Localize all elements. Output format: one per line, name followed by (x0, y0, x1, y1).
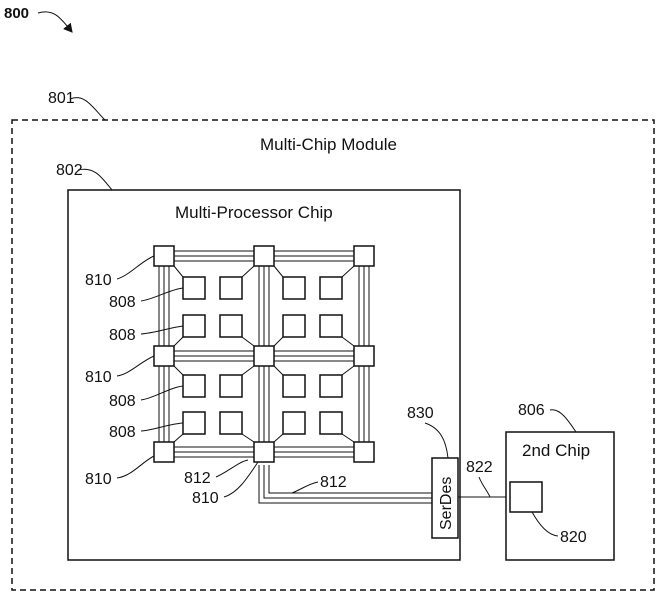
router-node (153, 441, 175, 463)
serdes-ref-leader (424, 422, 449, 459)
core-ref-label: 808 (109, 424, 136, 441)
router-node (253, 245, 275, 267)
module-ref-label: 801 (48, 90, 75, 107)
core-node (219, 374, 243, 398)
core-node (219, 276, 243, 300)
core-node (182, 276, 206, 300)
router-ref-label: 810 (192, 490, 219, 507)
core-ref-label: 808 (109, 294, 136, 311)
port-ref-label: 820 (560, 529, 587, 546)
router-node (353, 441, 375, 463)
router-ref-leader (116, 255, 155, 280)
core-node (282, 276, 306, 300)
second-chip-title: 2nd Chip (522, 441, 590, 460)
core-node (319, 314, 343, 338)
router-ref-leader (223, 461, 259, 498)
module-title: Multi-Chip Module (260, 135, 397, 154)
chip-title: Multi-Processor Chip (175, 203, 333, 222)
core-ref-leader (140, 422, 184, 432)
core-node (182, 374, 206, 398)
core-node (319, 276, 343, 300)
router-ref-label: 810 (85, 272, 112, 289)
core-node (319, 411, 343, 435)
core-node (219, 411, 243, 435)
serdes-block (431, 457, 459, 539)
second-chip-port (509, 481, 543, 513)
bus-ref-label: 812 (184, 470, 211, 487)
router-node (253, 345, 275, 367)
routers (153, 245, 375, 463)
router-node (253, 441, 275, 463)
multi-chip-module-boundary (11, 119, 655, 591)
second-chip-ref-label: 806 (518, 402, 545, 419)
figure-number: 800 (4, 5, 29, 22)
core-node (282, 314, 306, 338)
router-node (353, 345, 375, 367)
core-ref-leader (140, 385, 184, 401)
link-ref-leader (478, 476, 491, 498)
link-ref-label: 822 (466, 459, 493, 476)
core-node (182, 411, 206, 435)
processor-cores (173, 265, 355, 443)
port-ref-leader (531, 511, 559, 537)
router-ref-leader (116, 455, 155, 479)
router-ref-leader (116, 355, 155, 377)
router-node (353, 245, 375, 267)
router-node (153, 245, 175, 267)
core-node (182, 314, 206, 338)
core-node (282, 411, 306, 435)
second-chip-ref-leader (549, 409, 577, 433)
module-ref-leader (69, 97, 106, 121)
serdes-label: SerDes (438, 477, 455, 530)
core-ref-leader (140, 287, 184, 302)
core-ref-label: 808 (109, 393, 136, 410)
router-ref-label: 810 (85, 369, 112, 386)
router-node (153, 345, 175, 367)
figure-arrow (37, 11, 73, 33)
bus-ref-leader (291, 481, 319, 494)
bus-ref-label: 812 (320, 474, 347, 491)
chip-ref-label: 802 (56, 162, 83, 179)
bus-ref-leader (215, 459, 249, 478)
core-node (282, 374, 306, 398)
router-ref-label: 810 (85, 471, 112, 488)
core-ref-label: 808 (109, 327, 136, 344)
chip-ref-leader (77, 168, 113, 191)
core-ref-leader (140, 325, 184, 335)
core-node (219, 314, 243, 338)
core-node (319, 374, 343, 398)
serdes-ref-label: 830 (407, 405, 434, 422)
